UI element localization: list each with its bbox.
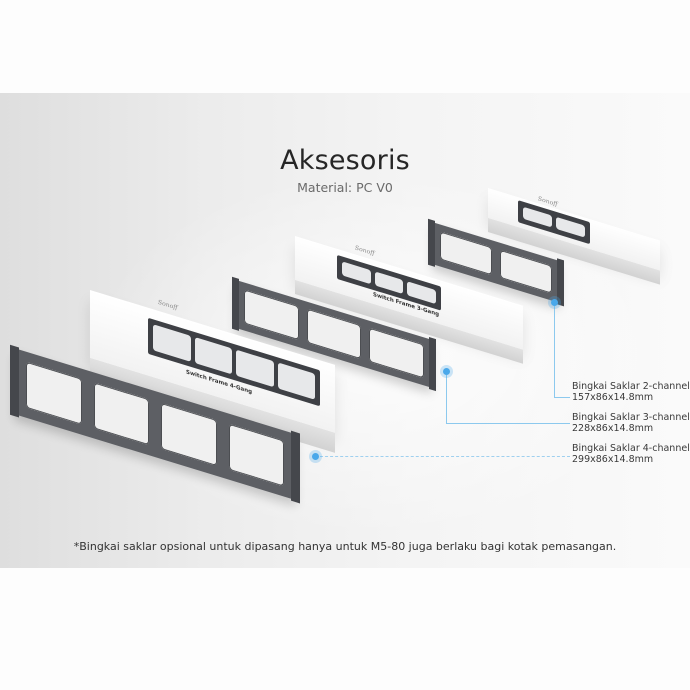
page-title: Aksesoris bbox=[280, 145, 410, 176]
callout-name: Bingkai Saklar 2-channel bbox=[572, 381, 690, 392]
callout-size: 299x86x14.8mm bbox=[572, 454, 654, 465]
callout-dot-4-gang bbox=[312, 453, 319, 460]
callout-2-gang: Bingkai Saklar 2-channel 157x86x14.8mm bbox=[572, 381, 690, 403]
callout-line bbox=[446, 423, 570, 424]
callout-line bbox=[320, 456, 570, 457]
footnote: *Bingkai saklar opsional untuk dipasang … bbox=[73, 540, 617, 553]
callout-size: 228x86x14.8mm bbox=[572, 423, 654, 434]
callout-line bbox=[554, 306, 555, 398]
callout-4-gang: Bingkai Saklar 4-channel 299x86x14.8mm bbox=[572, 443, 690, 465]
material-subtitle: Material: PC V0 bbox=[297, 180, 393, 195]
callout-name: Bingkai Saklar 3-channel bbox=[572, 412, 690, 423]
callout-dot-3-gang bbox=[443, 368, 450, 375]
callout-line bbox=[446, 375, 447, 424]
callout-3-gang: Bingkai Saklar 3-channel 228x86x14.8mm bbox=[572, 412, 690, 434]
callout-name: Bingkai Saklar 4-channel bbox=[572, 443, 690, 454]
callout-size: 157x86x14.8mm bbox=[572, 392, 654, 403]
callout-line bbox=[554, 397, 570, 398]
callout-dot-2-gang bbox=[551, 299, 558, 306]
